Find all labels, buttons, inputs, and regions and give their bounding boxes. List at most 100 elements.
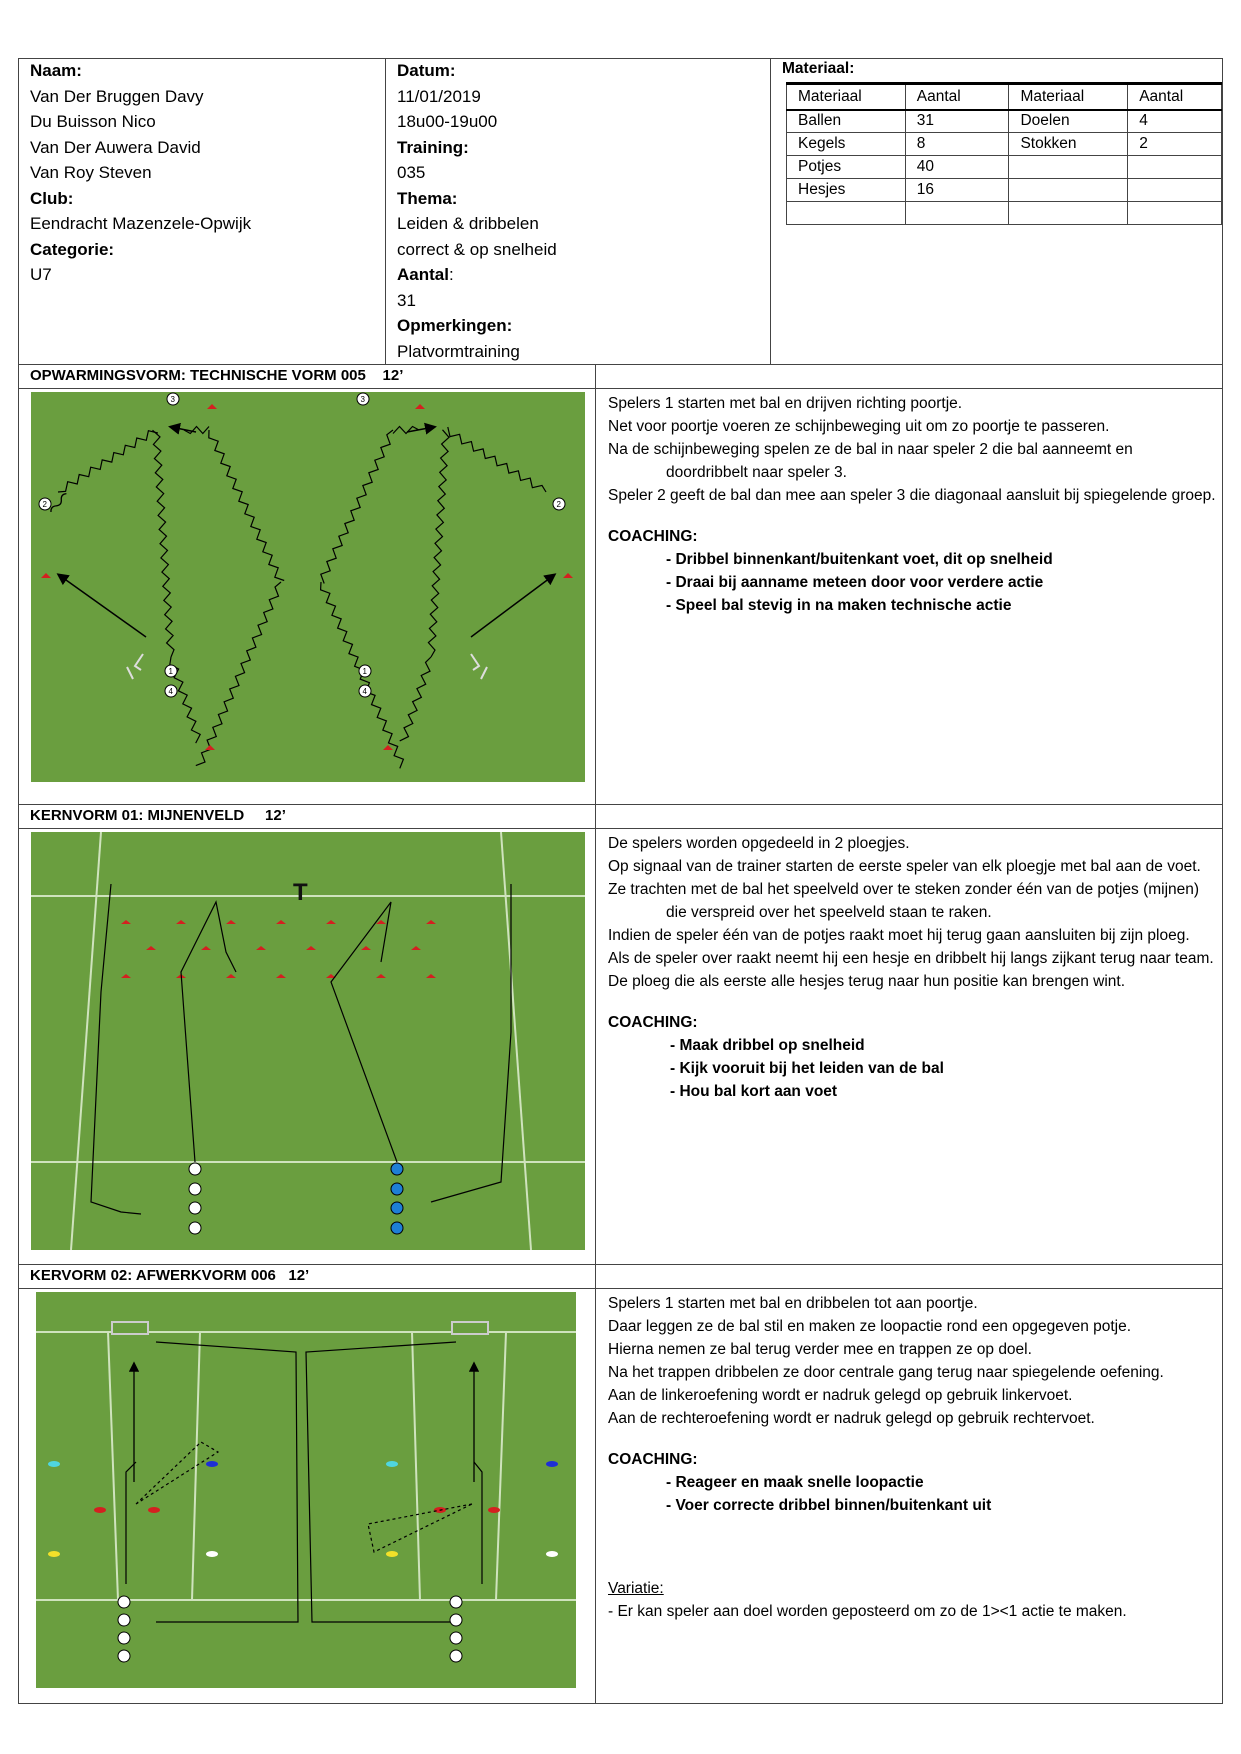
pass-arrows (56, 422, 557, 638)
dribble-line (195, 581, 282, 767)
paragraph: Hierna nemen ze bal terug verder mee en … (608, 1341, 1032, 1358)
section3-field (36, 1292, 576, 1688)
date-block: Datum: 11/01/2019 18u00-19u00 Training: … (397, 58, 757, 364)
player-number: 3 (361, 395, 366, 404)
section2-title: KERNVORM 01: MIJNENVELD 12’ (30, 807, 286, 824)
player-marker (552, 497, 566, 511)
mine-cone (411, 946, 421, 950)
variatie-label: Variatie: (608, 1580, 664, 1597)
coaching-item: - Dribbel binnenkant/buitenkant voet, di… (666, 551, 1053, 568)
table-cell: 16 (904, 178, 1010, 202)
red-markers (94, 1507, 500, 1513)
mine-cone (361, 946, 371, 950)
cones (41, 404, 573, 750)
variatie-text: - Er kan speler aan doel worden gepostee… (608, 1603, 1127, 1620)
table-cell: Potjes (786, 155, 906, 179)
coaching-item: - Voer correcte dribbel binnen/buitenkan… (666, 1497, 992, 1514)
name-block: Naam: Van Der Bruggen Davy Du Buisson Ni… (30, 58, 380, 288)
aantal-colon: : (448, 265, 454, 284)
aantal-label: Aantal (397, 265, 449, 284)
paragraph: Op signaal van de trainer starten de eer… (608, 858, 1201, 875)
table-cell: Stokken (1008, 132, 1129, 156)
mine-cone (426, 920, 436, 924)
opmerkingen-label: Opmerkingen: (397, 316, 513, 335)
goals (111, 1321, 489, 1335)
table-cell (1127, 201, 1222, 225)
trainer-name: Van Der Bruggen Davy (30, 86, 204, 106)
mine-cone (256, 946, 266, 950)
dribble-line (399, 656, 432, 742)
coaching-item: - Reageer en maak snelle loopactie (666, 1474, 924, 1491)
dribble-line (208, 429, 285, 582)
training-value: 035 (397, 163, 426, 182)
table-cell: Hesjes (786, 178, 906, 202)
section3-text: Spelers 1 starten met bal en dribbelen t… (608, 1292, 1216, 1623)
paragraph: Aan de rechteroefening wordt er nadruk g… (608, 1410, 1095, 1427)
dribble-line (392, 425, 420, 435)
players-left (117, 1595, 131, 1663)
table-cell (1127, 155, 1222, 179)
mine-cone (176, 920, 186, 924)
paragraph: Na de schijnbeweging spelen ze de bal in… (608, 441, 1133, 481)
player-marker (164, 684, 178, 698)
mine-cone (376, 920, 386, 924)
mine-cone (226, 920, 236, 924)
run-paths (135, 1441, 473, 1553)
mijnenveld-diagram: T (31, 832, 585, 1250)
mine-cone (306, 946, 316, 950)
tijd-value: 18u00-19u00 (397, 112, 498, 131)
coaching-item: - Maak dribbel op snelheid (670, 1037, 865, 1054)
dribble-line (183, 425, 210, 435)
dribble-paths (90, 883, 512, 1215)
blue-markers (206, 1461, 558, 1467)
mine-cone (376, 974, 386, 978)
thema-label: Thema: (397, 188, 458, 208)
mine-cone (426, 974, 436, 978)
mines (121, 920, 436, 978)
column-header: Aantal (904, 82, 1010, 111)
materiaal-title: Materiaal: (782, 60, 855, 77)
player-number: 4 (363, 687, 368, 696)
dribble-line (152, 429, 175, 658)
table-row (786, 201, 1222, 225)
section2-text: De spelers worden opgedeeld in 2 ploegje… (608, 832, 1216, 1103)
materiaal-header-row: Materiaal Aantal Materiaal Aantal (786, 82, 1222, 111)
players-right (449, 1595, 463, 1663)
section1-title: OPWARMINGSVORM: TECHNISCHE VORM 005 12’ (30, 367, 404, 384)
player-number: 4 (169, 687, 174, 696)
club-label: Club: (30, 188, 74, 208)
table-cell (1008, 201, 1129, 225)
table-cell (786, 201, 906, 225)
opmerkingen-value: Platvormtraining (397, 341, 520, 361)
mine-cone (276, 920, 286, 924)
column-header: Materiaal (1008, 82, 1129, 111)
player-number: 2 (43, 500, 48, 509)
section1-title-cell-right (595, 364, 1223, 389)
mine-cone (276, 974, 286, 978)
paragraph: Speler 2 geeft de bal dan mee aan speler… (608, 487, 1216, 504)
table-cell: Ballen (786, 109, 906, 133)
paragraph: Indien de speler één van de potjes raakt… (608, 927, 1190, 944)
table-row: Ballen 31 Doelen 4 (786, 109, 1222, 133)
table-row: Hesjes 16 (786, 178, 1222, 202)
table-cell (1008, 155, 1129, 179)
player-number: 1 (363, 667, 368, 676)
trainer-mark: T (293, 879, 308, 906)
player-number: 2 (557, 500, 562, 509)
coaching-item: - Hou bal kort aan voet (670, 1083, 838, 1100)
coaching-label: COACHING: (608, 1014, 698, 1031)
afwerkvorm-diagram (36, 1321, 576, 1663)
trainer-name: Van Roy Steven (30, 163, 152, 182)
column-header: Aantal (1127, 82, 1222, 111)
player-number: 3 (171, 395, 176, 404)
table-cell: 4 (1127, 109, 1222, 133)
paragraph: De ploeg die als eerste alle hesjes teru… (608, 973, 1125, 990)
table-cell: 31 (904, 109, 1010, 133)
table-cell: 8 (904, 132, 1010, 156)
section2-field: T (31, 832, 585, 1250)
thema-line: correct & op snelheid (397, 239, 557, 259)
section3-title-cell-right (595, 1264, 1223, 1289)
datum-label: Datum: (397, 61, 456, 80)
club-value: Eendracht Mazenzele-Opwijk (30, 214, 252, 233)
